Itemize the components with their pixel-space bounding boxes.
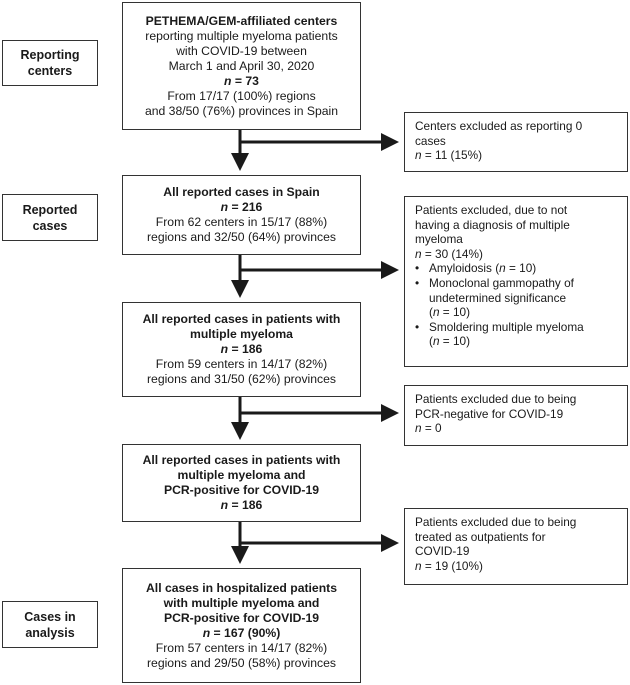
box-multiple-myeloma-cases: All reported cases in patients with mult… bbox=[122, 302, 361, 397]
box-pcr-positive-cases: All reported cases in patients with mult… bbox=[122, 444, 361, 522]
box-excluded-not-mm: Patients excluded, due to not having a d… bbox=[404, 196, 628, 367]
box-hospitalized-count: n = 167 (90%) bbox=[202, 625, 281, 640]
box-participating-centers: PETHEMA/GEM-affiliated centers reporting… bbox=[122, 2, 361, 130]
box-excluded-pcr-negative: Patients excluded due to being PCR-negat… bbox=[404, 385, 628, 446]
excluded-not-mm-count: n = 30 (14%) bbox=[415, 246, 483, 261]
side-label-cases-in-analysis: Cases in analysis bbox=[2, 601, 98, 648]
list-item-smoldering-mm: • Smoldering multiple myeloma (n = 10) bbox=[415, 319, 584, 349]
box-hospitalized-cases: All cases in hospitalized patients with … bbox=[122, 568, 361, 683]
side-label-reported-cases: Reported cases bbox=[2, 194, 98, 241]
box-cases-count: n = 216 bbox=[220, 200, 263, 214]
excluded-centers-count: n = 11 (15%) bbox=[415, 148, 482, 163]
list-item-amyloidosis: • Amyloidosis (n = 10) bbox=[415, 261, 537, 276]
box-excluded-centers: Centers excluded as reporting 0 cases n … bbox=[404, 112, 628, 172]
box-all-reported-cases: All reported cases in Spain n = 216 From… bbox=[122, 175, 361, 255]
box-centers-count: n = 73 bbox=[224, 73, 259, 88]
excluded-outpatients-count: n = 19 (10%) bbox=[415, 558, 483, 573]
box-mm-count: n = 186 bbox=[220, 342, 263, 356]
excluded-pcr-negative-count: n = 0 bbox=[415, 421, 442, 436]
box-pcr-count: n = 186 bbox=[220, 498, 263, 512]
side-label-reporting-centers: Reporting centers bbox=[2, 40, 98, 86]
box-excluded-outpatients: Patients excluded due to being treated a… bbox=[404, 508, 628, 585]
list-item-mgus: • Monoclonal gammopathy of undetermined … bbox=[415, 275, 574, 320]
